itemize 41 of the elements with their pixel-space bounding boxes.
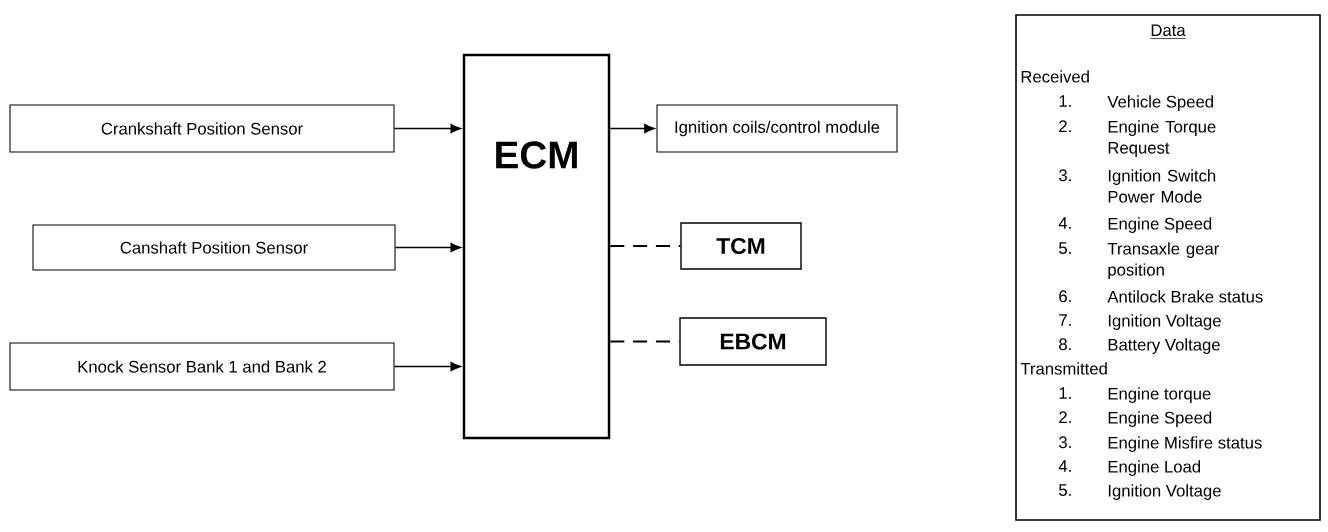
arrow — [609, 123, 655, 134]
list-item: Engine Misfire status — [1108, 436, 1262, 452]
list-number: 5. — [1059, 484, 1071, 496]
list-item: Engine Load — [1108, 460, 1200, 476]
sensor-box: Canshaft Position Sensor — [32, 224, 396, 271]
list-number: 4. — [1058, 460, 1071, 472]
section-heading: Received — [1021, 70, 1089, 83]
arrow — [393, 361, 461, 372]
arrow — [394, 242, 461, 253]
dashed-connector — [610, 244, 681, 248]
module-box: EBCM — [679, 317, 827, 366]
list-item: Battery Voltage — [1108, 338, 1220, 354]
list-item: Transaxle gear position — [1107, 242, 1219, 279]
list-number: 5. — [1059, 242, 1071, 254]
output-box: Ignition coils/control module — [656, 104, 898, 153]
list-item: Antilock Brake status — [1107, 290, 1263, 303]
list-item: Ignition Voltage — [1108, 314, 1221, 330]
list-number: 2. — [1059, 411, 1071, 423]
list-number: 6. — [1059, 290, 1071, 303]
sensor-box: Crankshaft Position Sensor — [9, 104, 395, 153]
list-number: 2. — [1059, 120, 1071, 132]
list-item: Ignition Switch Power Mode — [1108, 169, 1216, 203]
list-number: 3. — [1059, 169, 1071, 182]
list-number: 1. — [1059, 387, 1071, 399]
list-item: Engine Speed — [1108, 217, 1212, 233]
list-number: 8. — [1059, 338, 1071, 351]
section-heading: Transmitted — [1020, 362, 1107, 375]
sensor-box: Knock Sensor Bank 1 and Bank 2 — [9, 342, 395, 391]
module-box: TCM — [680, 222, 802, 270]
list-number: 1. — [1059, 95, 1071, 107]
list-item: Ignition Voltage — [1108, 484, 1221, 500]
list-item: Engine Speed — [1108, 411, 1212, 427]
list-item: Vehicle Speed — [1107, 95, 1213, 111]
list-number: 4. — [1058, 217, 1071, 229]
list-item: Engine Torque Request — [1108, 120, 1216, 157]
list-number: 3. — [1059, 436, 1071, 449]
list-number: 7. — [1059, 314, 1071, 326]
data-heading: Data — [1150, 24, 1186, 39]
module-box: ECM — [462, 53, 611, 440]
arrow — [393, 123, 461, 134]
list-item: Engine torque — [1108, 387, 1211, 403]
